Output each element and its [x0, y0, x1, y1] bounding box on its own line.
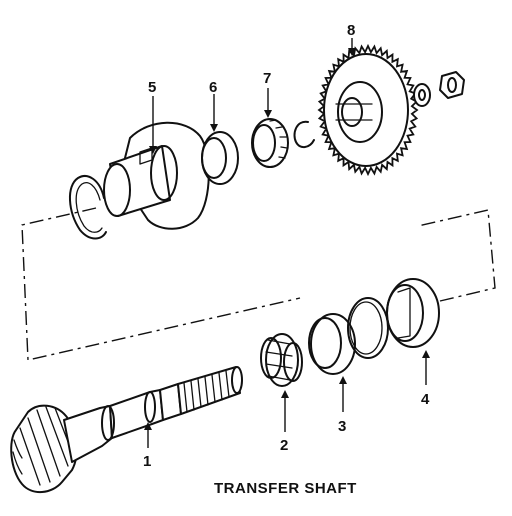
part-label-7: 7 [263, 70, 271, 87]
part-label-1: 1 [143, 453, 151, 470]
roller-bearing-part [251, 118, 289, 168]
race-part [201, 131, 239, 185]
part-label-6: 6 [209, 79, 217, 96]
bearing-cup-part [308, 313, 356, 375]
part-label-2: 2 [280, 437, 288, 454]
clip-ring [293, 120, 315, 148]
lower-snap-ring [347, 297, 389, 359]
retainer-part [386, 278, 440, 348]
driven-gear-part [317, 43, 419, 177]
nut-part [439, 71, 465, 99]
cover-plate-part [103, 121, 210, 230]
part-label-8: 8 [347, 22, 355, 39]
transfer-shaft-part [10, 366, 243, 493]
part-label-5: 5 [148, 79, 156, 96]
leader-lines [144, 38, 430, 448]
tapered-roller-bearing-part [260, 333, 303, 387]
exploded-view-bracket [21, 207, 496, 361]
part-label-4: 4 [421, 391, 430, 408]
upper-snap-ring [69, 175, 107, 240]
washer-part [413, 83, 431, 107]
part-label-3: 3 [338, 418, 346, 435]
diagram-title: TRANSFER SHAFT [214, 480, 357, 497]
